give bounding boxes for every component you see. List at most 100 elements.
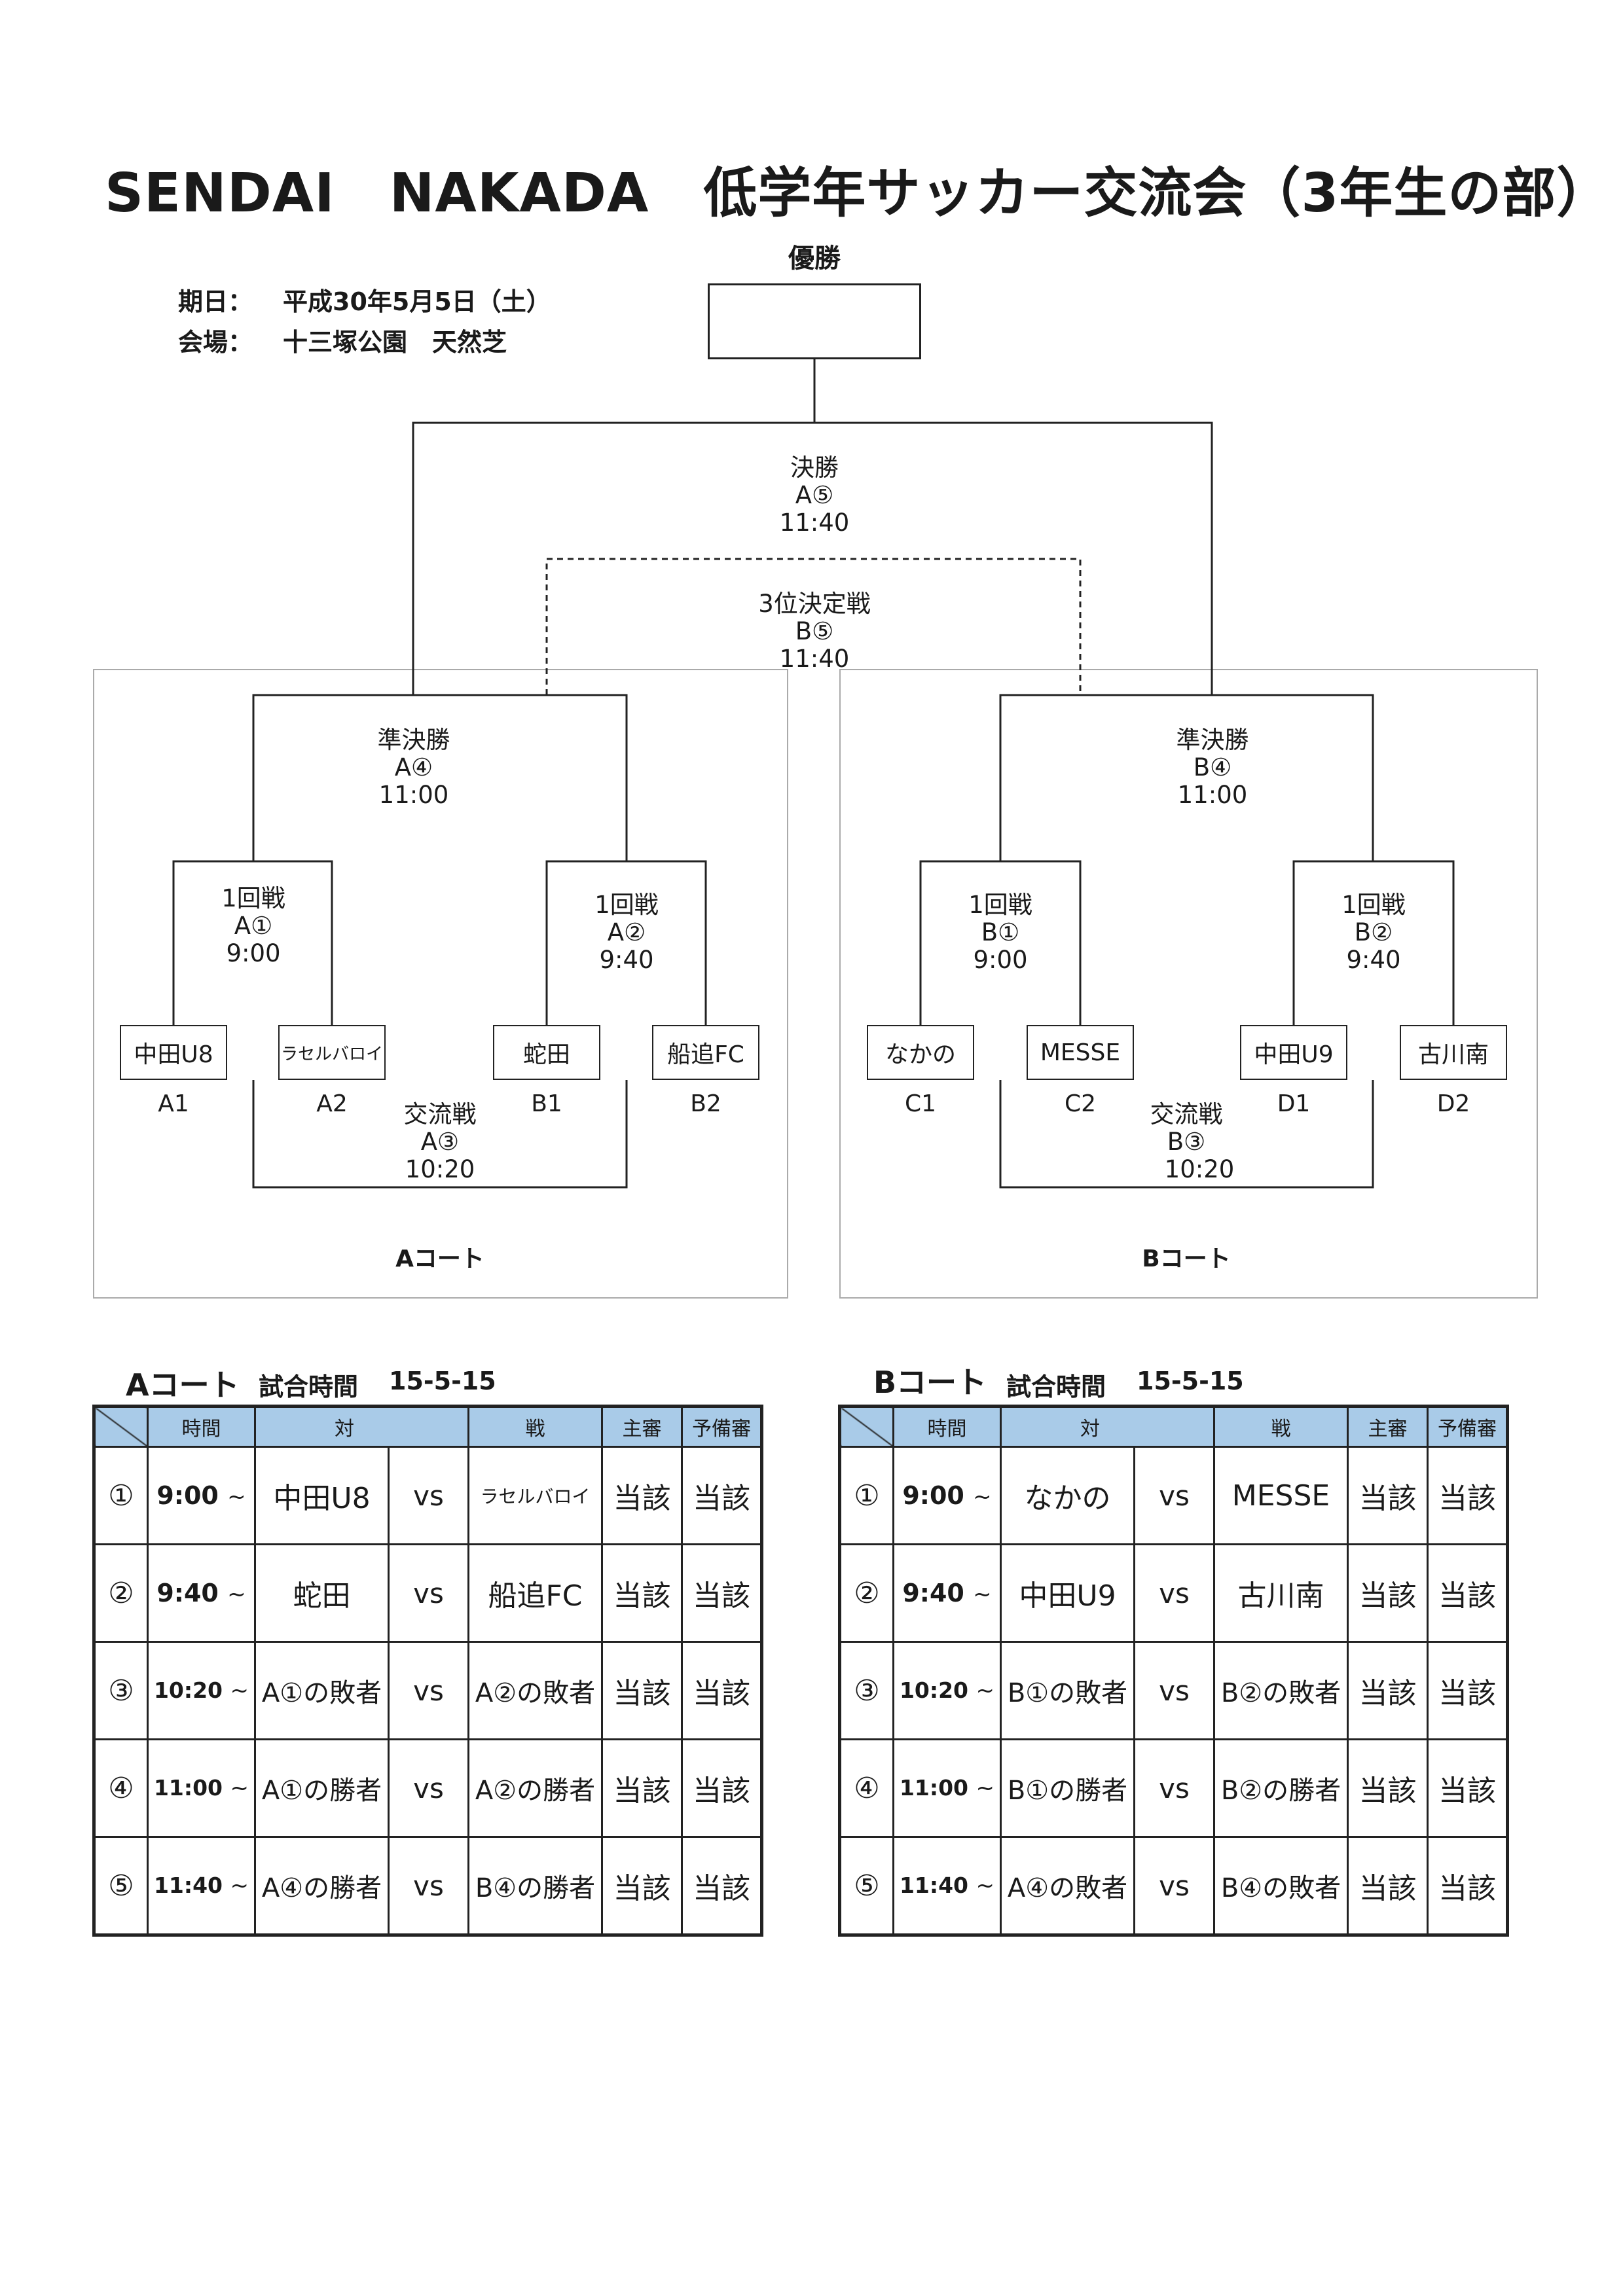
schedule-b-format: 15-5-15 xyxy=(1137,1367,1244,1395)
table-row: ① 9:00 ~ なかの vs MESSE 当該 当該 xyxy=(839,1446,1508,1545)
header-match-left: 対 xyxy=(254,1405,469,1448)
match-time: 11:40 ~ xyxy=(892,1836,1002,1936)
vs: vs xyxy=(1133,1446,1215,1545)
court-a-frame xyxy=(93,669,788,1299)
court-b-round1-right-connector xyxy=(1292,860,1455,1025)
header-match-left: 対 xyxy=(1000,1405,1215,1448)
schedule-b-table: 時間 対 戦 主審 予備審 ① 9:00 ~ なかの vs MESSE 当該 当… xyxy=(838,1405,1509,1937)
match-number: ② xyxy=(839,1543,894,1643)
match-time: 9:40 ~ xyxy=(147,1543,256,1643)
team1: 中田U9 xyxy=(1000,1543,1135,1643)
table-row: ④ 11:00 ~ B①の勝者 vs B②の勝者 当該 当該 xyxy=(839,1738,1508,1838)
team-c1: なかの xyxy=(867,1025,974,1080)
referee: 当該 xyxy=(1347,1543,1429,1643)
seed-a2: A2 xyxy=(316,1090,348,1117)
referee: 当該 xyxy=(1347,1641,1429,1740)
schedule-a-format-label: 試合時間 xyxy=(259,1372,359,1401)
match-number: ④ xyxy=(839,1738,894,1838)
team1: A①の勝者 xyxy=(254,1738,390,1838)
date-value: 平成30年5月5日（土） xyxy=(283,287,551,316)
reserve-referee: 当該 xyxy=(681,1446,763,1545)
table-row: ② 9:40 ~ 中田U9 vs 古川南 当該 当該 xyxy=(839,1543,1508,1643)
seed-c2: C2 xyxy=(1064,1090,1097,1117)
referee: 当該 xyxy=(1347,1738,1429,1838)
venue-label: 会場： xyxy=(178,328,253,357)
final-connector xyxy=(412,422,1213,695)
match-time: 10:20 ~ xyxy=(147,1641,256,1740)
court-b-exchange-connector xyxy=(999,1080,1374,1189)
vs: vs xyxy=(1133,1738,1215,1838)
match-number: ③ xyxy=(839,1641,894,1740)
seed-b1: B1 xyxy=(531,1090,562,1117)
team1: なかの xyxy=(1000,1446,1135,1545)
table-row: ⑤ 11:40 ~ A④の勝者 vs B④の勝者 当該 当該 xyxy=(93,1836,763,1936)
schedule-a-table: 時間 対 戦 主審 予備審 ① 9:00 ~ 中田U8 vs ラセルバロイ 当該… xyxy=(92,1405,763,1937)
referee: 当該 xyxy=(601,1446,683,1545)
vs: vs xyxy=(388,1641,469,1740)
team1: B①の勝者 xyxy=(1000,1738,1135,1838)
vs: vs xyxy=(388,1446,469,1545)
header-match-right: 戦 xyxy=(467,1405,603,1448)
referee: 当該 xyxy=(601,1738,683,1838)
team1: 中田U8 xyxy=(254,1446,390,1545)
header-corner xyxy=(839,1405,894,1448)
schedule-a-court: Aコート xyxy=(126,1367,240,1403)
match-number: ② xyxy=(93,1543,149,1643)
team1: A④の敗者 xyxy=(1000,1836,1135,1936)
team-a2: ラセルバロイ xyxy=(278,1025,386,1080)
schedule-a-format: 15-5-15 xyxy=(389,1367,496,1395)
reserve-referee: 当該 xyxy=(681,1836,763,1936)
vs: vs xyxy=(388,1543,469,1643)
referee: 当該 xyxy=(601,1836,683,1936)
match-time: 11:40 ~ xyxy=(147,1836,256,1936)
court-b-name: Bコート xyxy=(1142,1246,1231,1272)
seed-a1: A1 xyxy=(158,1090,189,1117)
referee: 当該 xyxy=(1347,1836,1429,1936)
vs: vs xyxy=(388,1836,469,1936)
vs: vs xyxy=(388,1738,469,1838)
match-number: ① xyxy=(839,1446,894,1545)
venue-value: 十三塚公園 天然芝 xyxy=(283,328,507,357)
team2: B②の勝者 xyxy=(1213,1738,1349,1838)
team-d2: 古川南 xyxy=(1400,1025,1507,1080)
schedule-b-court: Bコート xyxy=(873,1365,987,1400)
header-match-right: 戦 xyxy=(1213,1405,1349,1448)
table-row: ② 9:40 ~ 蛇田 vs 船追FC 当該 当該 xyxy=(93,1543,763,1643)
reserve-referee: 当該 xyxy=(681,1543,763,1643)
reserve-referee: 当該 xyxy=(1427,1446,1508,1545)
vs: vs xyxy=(1133,1543,1215,1643)
team-c2: MESSE xyxy=(1027,1025,1134,1080)
team2: 船追FC xyxy=(467,1543,603,1643)
match-time: 9:40 ~ xyxy=(892,1543,1002,1643)
match-number: ④ xyxy=(93,1738,149,1838)
reserve-referee: 当該 xyxy=(1427,1543,1508,1643)
table-row: ① 9:00 ~ 中田U8 vs ラセルバロイ 当該 当該 xyxy=(93,1446,763,1545)
team1: 蛇田 xyxy=(254,1543,390,1643)
court-a-semifinal-connector xyxy=(252,694,628,861)
reserve-referee: 当該 xyxy=(1427,1738,1508,1838)
reserve-referee: 当該 xyxy=(1427,1641,1508,1740)
team2: MESSE xyxy=(1213,1446,1349,1545)
referee: 当該 xyxy=(1347,1446,1429,1545)
team2: 古川南 xyxy=(1213,1543,1349,1643)
seed-d1: D1 xyxy=(1277,1090,1311,1117)
team2: B④の敗者 xyxy=(1213,1836,1349,1936)
team1: B①の敗者 xyxy=(1000,1641,1135,1740)
page-title: SENDAI NAKADA 低学年サッカー交流会（3年生の部） xyxy=(105,162,1611,224)
header-reserve: 予備審 xyxy=(1427,1405,1508,1448)
date-label: 期日： xyxy=(178,287,253,316)
bracket-lines xyxy=(93,359,1538,1299)
header-time: 時間 xyxy=(892,1405,1002,1448)
reserve-referee: 当該 xyxy=(681,1738,763,1838)
team-d1: 中田U9 xyxy=(1240,1025,1347,1080)
team-b2: 船追FC xyxy=(652,1025,759,1080)
table-row: ③ 10:20 ~ B①の敗者 vs B②の敗者 当該 当該 xyxy=(839,1641,1508,1740)
header-reserve: 予備審 xyxy=(681,1405,763,1448)
team-a1: 中田U8 xyxy=(120,1025,227,1080)
